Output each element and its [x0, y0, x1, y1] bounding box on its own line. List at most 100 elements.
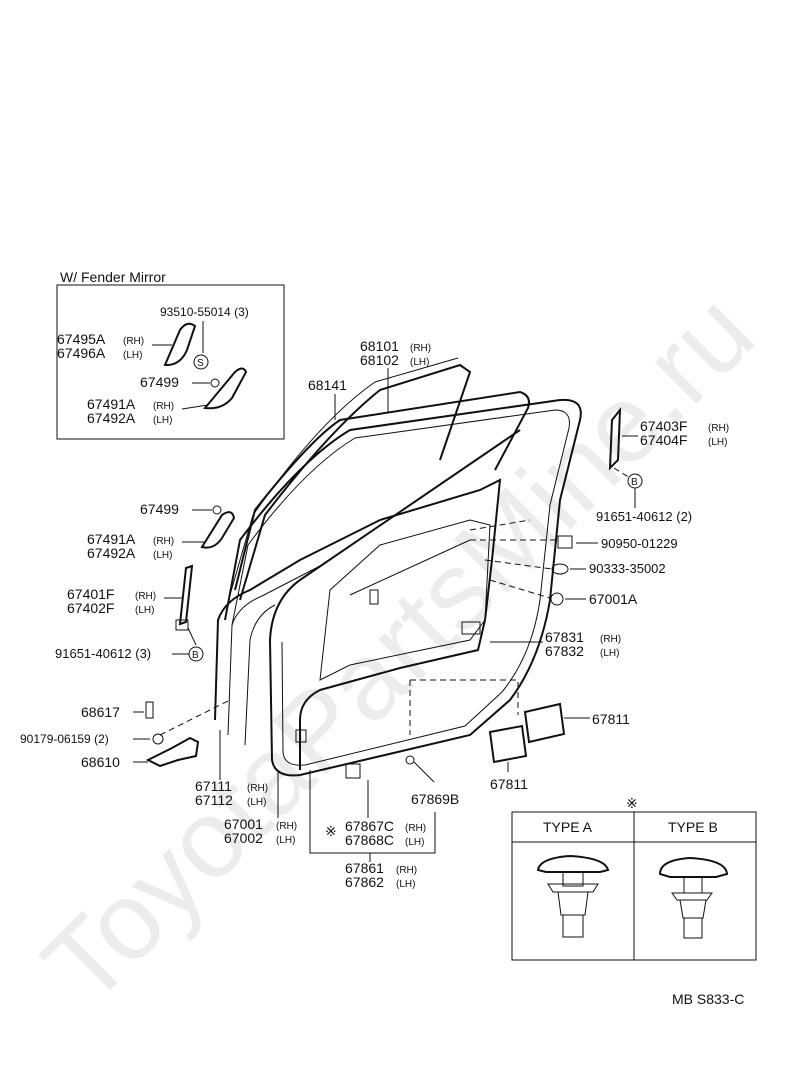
label-90333-35002[interactable]: 90333-35002: [589, 561, 666, 576]
door-panel-edge: [227, 565, 321, 736]
type-b-label: TYPE B: [668, 819, 718, 835]
label-67001[interactable]: 67001: [224, 816, 263, 832]
label-67402f[interactable]: 67402F: [67, 600, 114, 616]
inset-frame: [56, 284, 285, 440]
label-93510-55014[interactable]: 93510-55014 (3): [160, 305, 249, 319]
label-67491a-side: (RH): [153, 536, 174, 547]
dash-67403f: [469, 519, 531, 531]
label-67868c-side: (LH): [405, 837, 424, 848]
mirror-base: [200, 511, 236, 549]
dash-67811: [409, 679, 519, 735]
s-mark-text: S: [197, 358, 204, 369]
door-weatherstrip-67861: [224, 398, 582, 777]
type-a-neck: [562, 871, 584, 887]
label-67492a-inset[interactable]: 67492A: [87, 410, 136, 426]
label-67492a[interactable]: 67492A: [87, 545, 136, 561]
star-67867c: ※: [325, 823, 337, 839]
label-67112-side: (LH): [247, 797, 266, 808]
label-67404f-side: (LH): [708, 437, 727, 448]
label-67404f[interactable]: 67404F: [640, 432, 687, 448]
label-67499[interactable]: 67499: [140, 501, 179, 517]
fender-mirror-inset: W/ Fender Mirror 93510-55014 (3) S 67495…: [56, 269, 285, 440]
label-67492a-inset-side: (LH): [153, 415, 172, 426]
dash-67001a: [489, 579, 551, 599]
guide-67403f: [608, 406, 622, 471]
label-90179-06159[interactable]: 90179-06159 (2): [20, 732, 109, 746]
label-68141[interactable]: 68141: [308, 377, 347, 393]
type-b-clip: [658, 856, 729, 939]
leader-67869b: [413, 761, 435, 783]
label-67002-side: (LH): [276, 835, 295, 846]
label-67111[interactable]: 67111: [195, 778, 232, 794]
label-67001a[interactable]: 67001A: [589, 591, 638, 607]
inset-title: W/ Fender Mirror: [60, 269, 166, 285]
label-67496a[interactable]: 67496A: [57, 345, 106, 361]
label-67831-side: (RH): [600, 634, 621, 645]
label-67832[interactable]: 67832: [545, 643, 584, 659]
leader-67403f-b: [613, 467, 631, 479]
label-91651-40612-right[interactable]: 91651-40612 (2): [596, 509, 692, 524]
label-67002[interactable]: 67002: [224, 830, 263, 846]
label-90950-01229[interactable]: 90950-01229: [601, 536, 678, 551]
label-67867c-side: (RH): [405, 823, 426, 834]
label-67867c[interactable]: 67867C: [345, 818, 394, 834]
clip-type-table: ※ TYPE A TYPE B: [511, 795, 757, 961]
label-67868c[interactable]: 67868C: [345, 832, 394, 848]
label-67495a-side: (RH): [123, 336, 144, 347]
mirror-base-inset: [203, 367, 248, 410]
diagram-code: MB S833-C: [672, 991, 744, 1007]
label-67111-side: (RH): [247, 783, 268, 794]
door-hole-1: [369, 589, 379, 605]
label-68617[interactable]: 68617: [81, 704, 120, 720]
type-b-washer: [671, 892, 713, 901]
label-67811-b[interactable]: 67811: [490, 776, 528, 792]
run-channel-68101: [239, 363, 472, 601]
b-mark-left: [188, 646, 204, 662]
type-a-tip: [562, 914, 584, 938]
label-67869b[interactable]: 67869B: [411, 791, 459, 807]
label-67499-inset[interactable]: 67499: [140, 374, 179, 390]
label-67401f[interactable]: 67401F: [67, 586, 114, 602]
label-67491a[interactable]: 67491A: [87, 531, 136, 547]
hole-plug-67001a: [550, 592, 564, 606]
label-68101[interactable]: 68101: [360, 338, 399, 354]
type-b-head: [658, 856, 729, 878]
nut-90179: [152, 733, 164, 745]
type-b-tip: [683, 917, 703, 939]
cover-67811-left: [488, 724, 528, 764]
label-67402f-side: (LH): [135, 605, 154, 616]
type-a-clip: [536, 854, 610, 938]
label-67492a-side: (LH): [153, 550, 172, 561]
mirror-cover-inset: [163, 322, 197, 367]
door-panel-67001: [214, 478, 502, 770]
label-67862[interactable]: 67862: [345, 874, 384, 890]
door-beam: [349, 539, 471, 596]
label-67403f[interactable]: 67403F: [640, 418, 687, 434]
label-67811-a[interactable]: 67811: [592, 711, 630, 727]
label-67491a-inset[interactable]: 67491A: [87, 396, 136, 412]
label-67112[interactable]: 67112: [195, 792, 233, 808]
label-68102[interactable]: 68102: [360, 352, 399, 368]
cover-67811-right: [523, 702, 566, 744]
label-68101-side: (RH): [410, 343, 431, 354]
type-a-head: [536, 854, 610, 873]
label-67496a-side: (LH): [123, 350, 142, 361]
label-67831[interactable]: 67831: [545, 629, 584, 645]
clip-67869b: [405, 755, 415, 765]
label-67001-side: (RH): [276, 821, 297, 832]
label-91651-40612-left[interactable]: 91651-40612 (3): [55, 646, 151, 661]
label-67832-side: (LH): [600, 648, 619, 659]
label-67495a[interactable]: 67495A: [57, 331, 106, 347]
leader-67401f-b: [187, 627, 197, 646]
leader-67491a-inset: [181, 404, 209, 410]
clip-90950: [557, 535, 573, 549]
clip-67499: [212, 505, 222, 515]
pin-68617: [145, 701, 154, 719]
clip-67867c: [345, 763, 361, 779]
door-inner-opening: [319, 519, 491, 681]
label-67861[interactable]: 67861: [345, 860, 384, 876]
label-68610[interactable]: 68610: [81, 754, 120, 770]
label-67403f-side: (RH): [708, 423, 729, 434]
star-table: ※: [626, 795, 638, 811]
